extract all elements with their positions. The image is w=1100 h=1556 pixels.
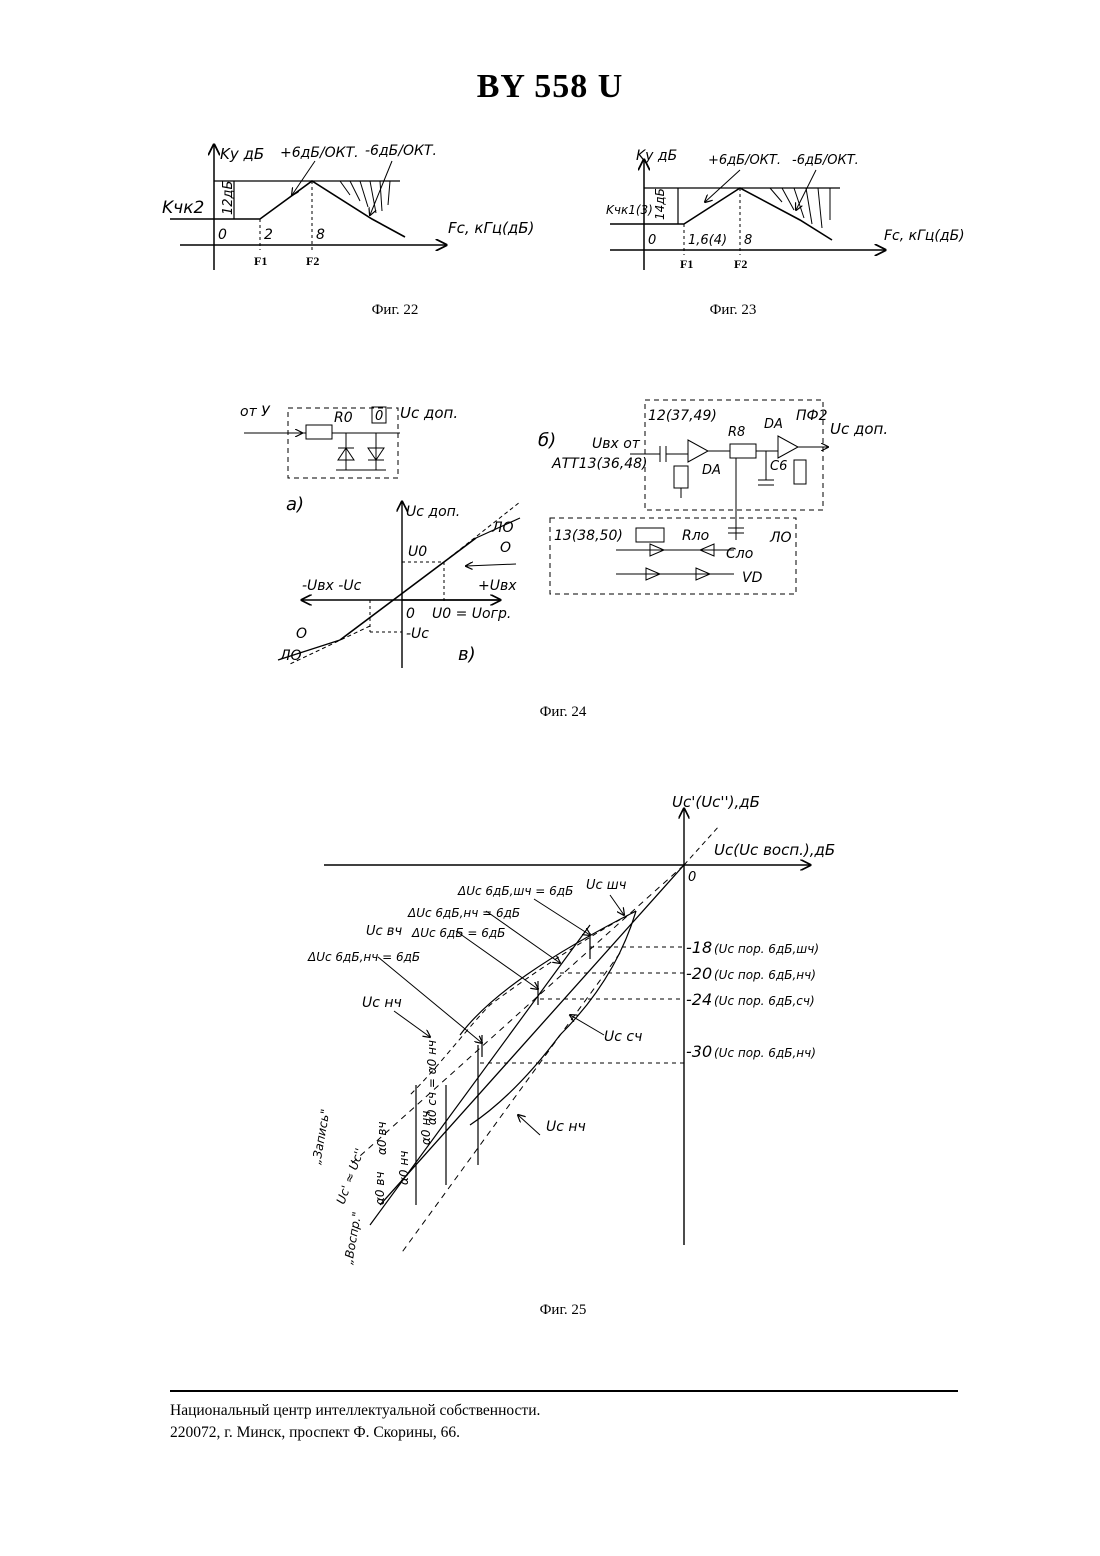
b-lo-label: ЛО [769,530,792,546]
v-left-label: -Uвх -Uc [302,578,362,594]
figure-23: Kу дБ +6дБ/ОКТ. -6дБ/ОКТ. Kчк1(3) 14дБ F… [600,140,980,280]
f1-label: F1 [680,257,693,271]
b-da-label: DA [702,463,721,478]
b-label: б) [538,430,556,451]
figure-24: от У R0 0 Uc доп. а) б) Uвх от АТТ13(36,… [230,390,910,690]
ann-u-sch: Uc сч [604,1029,642,1045]
f2-label: F2 [734,257,747,271]
gain-label: 14дБ [653,188,667,220]
footer-line-2: 220072, г. Минск, проспект Ф. Скорины, 6… [170,1424,460,1442]
ann-u-shch: Uc шч [586,878,627,893]
ann-a-sch: α0 сч = α0 нч [425,1040,439,1125]
level-label: Kчк2 [162,198,204,218]
level-24-label: (Uc пор. 6дБ,сч) [714,994,815,1008]
level-30-value: -30 [686,1042,712,1061]
figure-23-caption: Фиг. 23 [673,302,793,319]
f1-label: F1 [254,254,267,268]
hatch-region [340,181,390,213]
figure-25-caption: Фиг. 25 [503,1302,623,1319]
level-30-label: (Uc пор. 6дБ,нч) [714,1046,816,1060]
tick-1: 1,6(4) [688,233,727,248]
tick-1: 2 [264,227,273,243]
y-axis-label: Kу дБ [636,148,677,164]
a-o-label: 0 [375,409,383,424]
ann-d-6db: ΔUc 6дБ = 6дБ [411,926,505,940]
figure-22-caption: Фиг. 22 [335,302,455,319]
b-input-label-1: Uвх от [592,436,641,452]
v-label: в) [458,644,476,665]
ann-u-vch: Uc вч [366,924,402,939]
slope-up-label: +6дБ/ОКТ. [708,153,781,168]
b-c6-label: C6 [770,459,787,474]
tick-0: 0 [218,227,227,243]
ann-zapis: „Запись" [309,1108,333,1166]
response-curve [170,181,405,237]
b-r8-label: R8 [728,425,745,440]
a-output-label: Uc доп. [400,404,458,422]
y-axis-label: Uc'(Uc''),дБ [672,793,760,811]
ann-u-nch2: Uc нч [546,1119,586,1135]
v-o1-label: О [500,540,511,556]
v-right-label: +Uвх [478,578,517,594]
tick-2: 8 [316,227,325,243]
x-axis-label: Fс, кГц(дБ) [884,228,965,244]
v-lo2-label: ЛО [279,648,302,664]
level-24-value: -24 [686,990,712,1009]
level-label: Kчк1(3) [606,203,653,217]
b-clo-label: Cло [726,546,753,562]
b-output-label: Uc доп. [830,420,888,438]
document-header: BY 558 U [0,68,1100,106]
v-u0-label: U0 [408,544,427,560]
tick-2: 8 [744,233,752,248]
x-axis-label: Uc(Uc восп.),дБ [714,841,835,859]
v-minus-label: -Uc [406,626,429,642]
level-20-label: (Uc пор. 6дБ,нч) [714,968,816,982]
b-da2-label: DA [764,417,783,432]
x-axis-label: Fс, кГц(дБ) [448,219,534,237]
figure-24-caption: Фиг. 24 [503,704,623,721]
slope-down-label: -6дБ/ОКТ. [792,153,859,168]
footer-line-1: Национальный центр интеллектуальной собс… [170,1402,540,1420]
figure-22: Kу дБ +6дБ/ОКТ. -6дБ/ОКТ. Kчк2 12дБ Fс, … [150,135,570,285]
b-vd-label: VD [742,570,763,586]
b-block2-label: 13(38,50) [554,528,623,544]
a-resistor-label: R0 [334,410,353,426]
ann-a-vch1: α0 вч [375,1121,389,1155]
f2-label: F2 [306,254,319,268]
v-y-axis-label: Uc доп. [406,504,460,520]
zero-label: 0 [688,870,696,885]
ann-d-shch: ΔUc 6дБ,шч = 6дБ [457,884,573,898]
y-axis-label: Kу дБ [220,145,264,163]
v-o2-label: О [296,626,307,642]
v-u0r-label: U0 = Uогр. [432,606,511,622]
b-pf2-label: ПФ2 [796,408,828,424]
b-rlo-label: Rло [682,528,709,544]
b-block-label: 12(37,49) [648,408,717,424]
ann-a-nch2: α0 нч [397,1151,411,1185]
v-zero-label: 0 [406,606,415,622]
gain-label: 12дБ [221,180,236,215]
b-input-label-2: АТТ13(36,48) [551,456,648,472]
ann-a-vch2: α0 вч [373,1171,387,1205]
ann-vospr: „Воспр." [341,1211,364,1266]
ann-d-nch1: ΔUc 6дБ,нч = 6дБ [407,906,520,920]
footer-divider [170,1390,958,1392]
tick-0: 0 [648,233,656,248]
slope-up-label: +6дБ/ОКТ. [280,145,359,161]
v-lo1-label: ЛО [491,520,514,536]
figure-25: Uc'(Uc''),дБ Uc(Uc восп.),дБ 0 -18 (Uc п… [290,785,850,1285]
ann-uc-eq: Uc' ≈ Uc'' [334,1146,367,1206]
a-input-label: от У [240,404,271,420]
level-18-label: (Uc пор. 6дБ,шч) [714,942,819,956]
ann-d-nch2: ΔUc 6дБ,нч = 6дБ [307,950,420,964]
a-label: а) [286,494,304,515]
level-18-value: -18 [686,938,712,957]
level-20-value: -20 [686,964,712,983]
slope-down-label: -6дБ/ОКТ. [365,143,437,159]
ann-u-nch: Uc нч [362,995,402,1011]
